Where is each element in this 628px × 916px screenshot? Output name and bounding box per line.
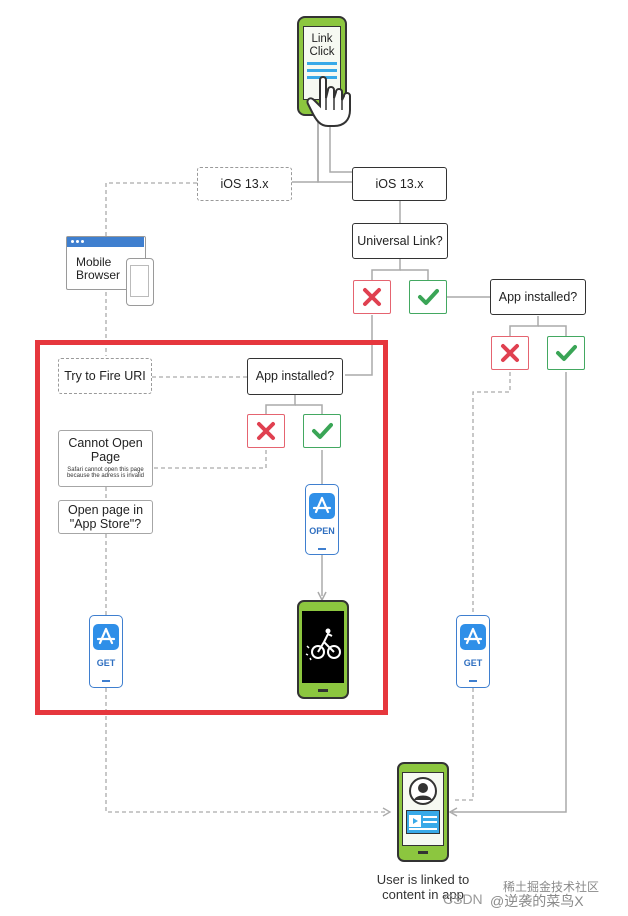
open-label: OPEN [309,526,335,536]
app-store-icon [309,493,335,519]
cannot-open-page-detail: Safari cannot open this page because the… [66,466,145,480]
installed-app-phone [297,600,349,699]
universal-link-label: Universal Link? [357,233,443,248]
app-store-open-phone: OPEN [305,484,339,555]
app-installed-middle-yes-box [303,414,341,448]
play-icon [409,815,421,827]
universal-link-node: Universal Link? [352,223,448,259]
content-card [406,810,440,834]
get-label-right: GET [463,658,483,668]
open-app-store-node: Open page in "App Store"? [58,500,153,534]
app-store-get-phone-right: GET [456,615,490,688]
check-icon [418,289,439,305]
courier-bike-icon [305,628,341,661]
app-store-get-phone-left: GET [89,615,123,688]
app-installed-middle-label: App installed? [255,369,335,384]
app-installed-middle-node: App installed? [247,358,343,395]
ios13-right-node: iOS 13.x [352,167,447,201]
app-store-icon [93,624,119,650]
x-icon [363,288,381,306]
app-installed-right-node: App installed? [490,279,586,315]
result-label: User is linked to content in app [376,872,470,902]
get-label-left: GET [96,658,116,668]
x-icon [257,422,275,440]
ios13-right-label: iOS 13.x [375,176,424,191]
cannot-open-page-node: Cannot Open Page Safari cannot open this… [58,430,153,487]
user-avatar-icon [409,777,437,805]
watermark-right: @逆袭的菜鸟X [490,893,584,909]
app-installed-right-no-box [491,336,529,370]
hand-cursor-icon [306,76,351,127]
mobile-browser-label: Mobile Browser [76,255,121,282]
try-fire-uri-label: Try to Fire URI [64,368,146,383]
mobile-phone-icon [126,258,154,306]
check-icon [556,345,577,361]
ios13-left-node: iOS 13.x [197,167,292,201]
check-icon [312,423,333,439]
result-phone [397,762,449,862]
ios13-left-label: iOS 13.x [220,176,269,191]
try-fire-uri-node: Try to Fire URI [58,358,152,394]
link-click-label: Link Click [309,33,335,58]
app-installed-right-yes-box [547,336,585,370]
watermark-overlay: 稀土掘金技术社区 [503,880,600,894]
universal-link-no-box [353,280,391,314]
app-installed-right-label: App installed? [498,289,578,304]
app-installed-middle-no-box [247,414,285,448]
watermark-left: CSDN [443,891,483,907]
cannot-open-page-title: Cannot Open Page [68,436,143,464]
universal-link-yes-box [409,280,447,314]
highlight-frame [35,340,388,715]
x-icon [501,344,519,362]
open-app-store-label: Open page in "App Store"? [67,502,144,531]
app-store-icon [460,624,486,650]
